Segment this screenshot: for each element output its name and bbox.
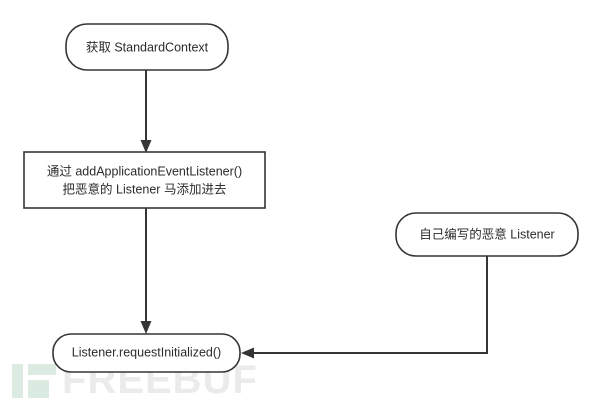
node-custom-malicious-listener[interactable]: 自己编写的恶意 Listener [395,212,579,257]
edge-get-context-to-add-listener [140,70,152,153]
node-listener-request-initialized-label: Listener.requestInitialized() [72,345,221,359]
node-custom-malicious-listener-label: 自己编写的恶意 Listener [419,226,554,241]
node-add-application-event-listener[interactable]: 通过 addApplicationEventListener() 把恶意的 Li… [23,151,266,209]
node-add-application-event-listener-label-line1: 通过 addApplicationEventListener() [47,164,242,178]
node-listener-request-initialized[interactable]: Listener.requestInitialized() [52,333,241,373]
edge-add-listener-to-request-initialized [140,208,152,334]
node-get-standard-context-label: 获取 StandardContext [86,40,209,54]
edge-malicious-listener-to-request-initialized [241,256,488,359]
node-get-standard-context[interactable]: 获取 StandardContext [65,23,229,71]
node-add-application-event-listener-label-line2: 把恶意的 Listener 马添加进去 [63,181,227,196]
